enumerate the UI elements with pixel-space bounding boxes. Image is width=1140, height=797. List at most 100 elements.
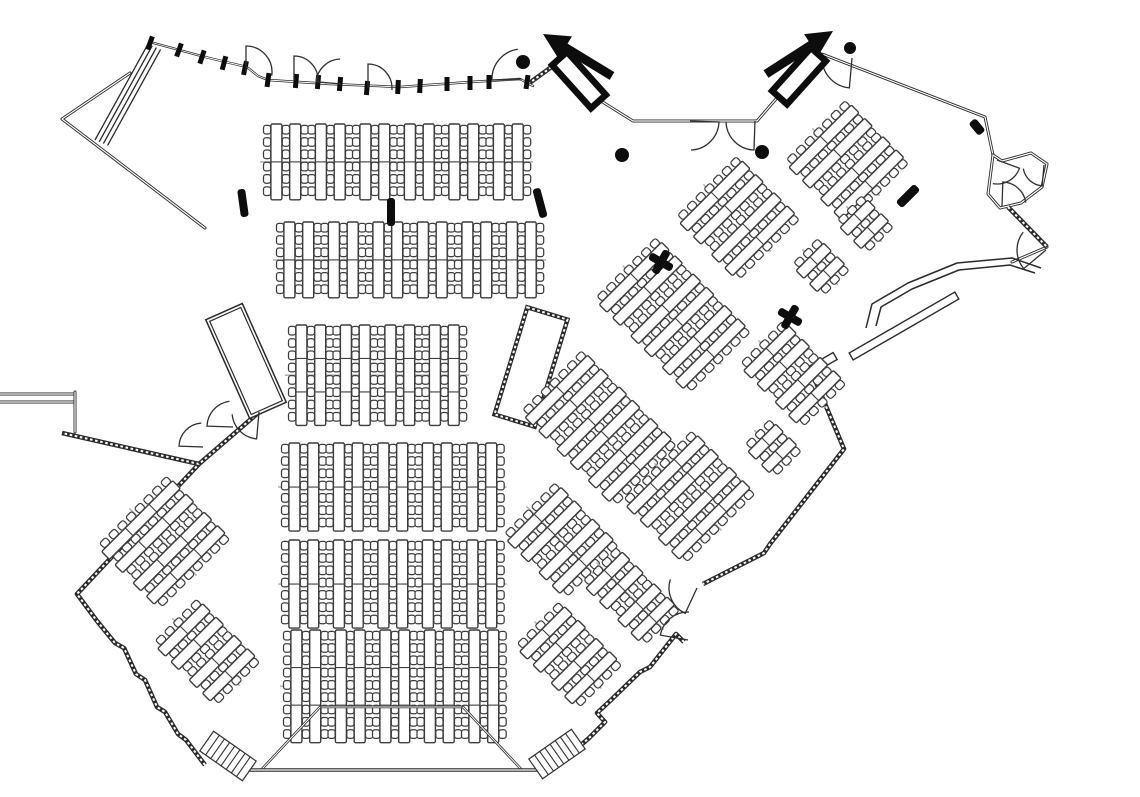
chair: [440, 338, 449, 348]
chair: [262, 186, 272, 197]
chair: [472, 284, 482, 295]
chair: [477, 456, 487, 466]
chair: [280, 480, 290, 491]
chair: [451, 492, 461, 503]
banquet-table: [353, 629, 366, 744]
chair: [415, 137, 424, 147]
chair: [364, 643, 374, 653]
chair: [344, 614, 353, 625]
wall-hatched-3-hatch: [580, 633, 685, 746]
chair: [389, 173, 398, 184]
chair: [414, 325, 423, 336]
chair: [433, 149, 443, 160]
chair: [477, 540, 487, 551]
chair: [389, 137, 398, 147]
table-seam: [138, 540, 147, 550]
chair: [477, 589, 487, 600]
chair: [299, 553, 309, 563]
chair: [376, 399, 386, 410]
stair-tread: [539, 751, 554, 772]
chair: [325, 325, 334, 336]
chair: [504, 137, 513, 147]
chair: [414, 540, 423, 551]
banquet-table: [447, 324, 460, 427]
chair: [478, 173, 487, 184]
chair: [287, 374, 297, 385]
chair: [325, 540, 334, 551]
chair: [414, 350, 423, 361]
chair: [287, 411, 297, 422]
table-seam: [686, 472, 696, 481]
chair: [339, 247, 348, 258]
chair: [325, 399, 334, 410]
chair: [325, 602, 334, 613]
chair: [407, 505, 416, 516]
banquet-table: [428, 324, 442, 427]
chair: [275, 284, 285, 295]
chair: [458, 602, 468, 613]
chair: [421, 399, 430, 410]
chair: [299, 577, 309, 588]
chair: [477, 517, 487, 528]
chair: [300, 149, 309, 160]
chair: [446, 271, 456, 282]
chair: [280, 540, 290, 551]
chair: [478, 137, 487, 147]
entrance-arrow-icon-0: [542, 33, 615, 80]
arrow-head: [804, 30, 834, 56]
table-seam: [533, 513, 543, 523]
chair: [428, 235, 437, 245]
chair: [517, 284, 526, 295]
chair: [491, 271, 500, 282]
chair: [390, 692, 400, 703]
chair: [395, 350, 405, 361]
chair: [370, 173, 380, 184]
chair: [498, 630, 507, 641]
chair: [326, 149, 335, 160]
stair-tread: [549, 743, 565, 765]
chair: [383, 247, 393, 258]
counter-bar-0: [848, 291, 960, 361]
chair: [318, 456, 327, 466]
chair: [282, 729, 292, 740]
chair: [472, 247, 482, 258]
chair: [325, 577, 334, 588]
mullion-post-4: [241, 60, 249, 76]
chair: [409, 222, 418, 233]
chair: [357, 235, 367, 245]
chair: [371, 729, 381, 740]
staircase-0: [198, 730, 258, 782]
chair: [307, 173, 316, 184]
chair: [458, 468, 468, 479]
chair: [416, 679, 425, 690]
chair: [407, 565, 416, 576]
chair: [332, 338, 341, 348]
chair: [294, 235, 304, 245]
chair: [535, 235, 545, 245]
banquet-table: [146, 525, 226, 605]
entrance-door-0: [547, 47, 611, 113]
chair: [453, 643, 463, 653]
chair: [332, 325, 341, 336]
wall-hatched-4-hatch: [76, 463, 206, 766]
chair: [458, 540, 468, 551]
chair: [491, 247, 500, 258]
chair: [364, 729, 374, 740]
wall-hatched-1-hatch: [1007, 206, 1048, 248]
chair: [364, 679, 374, 690]
stair-tread: [544, 747, 560, 768]
chair: [407, 614, 416, 625]
chair: [433, 602, 442, 613]
chair: [339, 259, 348, 270]
chair: [458, 577, 468, 588]
chair: [409, 692, 418, 703]
chair: [479, 667, 489, 678]
table-seam: [866, 226, 876, 236]
chair: [325, 565, 334, 576]
banquet-table: [334, 629, 348, 744]
chair: [306, 387, 316, 398]
chair: [388, 468, 398, 479]
chair: [414, 338, 423, 348]
chair: [262, 161, 272, 172]
chair: [416, 655, 425, 666]
